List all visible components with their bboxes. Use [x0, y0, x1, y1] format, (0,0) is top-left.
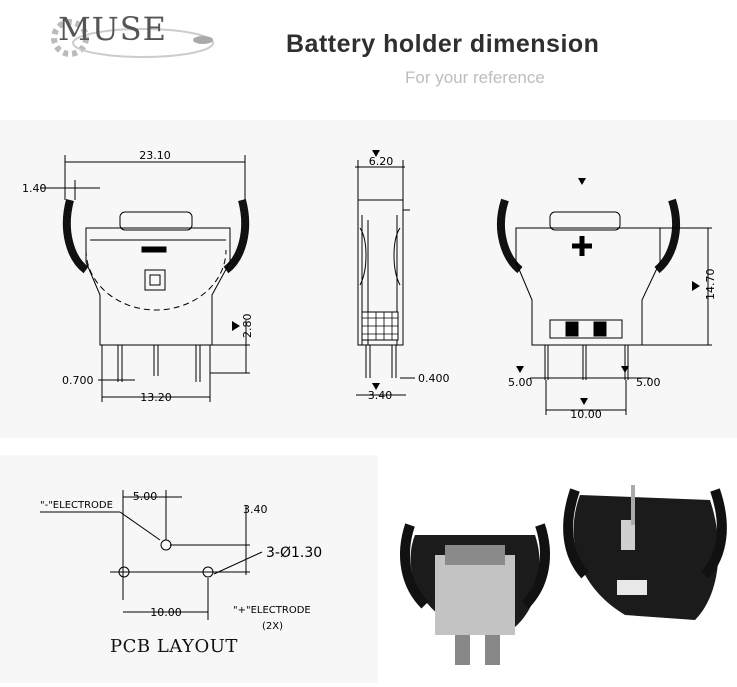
pcb-layout-panel: 5.00 "-"ELECTRODE 3.40 3-Ø1.30 10.00 "+"…	[0, 455, 378, 683]
dim-wire: 1.40	[22, 182, 47, 195]
pcb-pos-count: (2X)	[262, 621, 283, 632]
product-photo-graphic	[400, 485, 727, 665]
dim-depth: 6.20	[369, 155, 394, 168]
dimension-drawing-panel: 23.10 1.40 2.80	[0, 120, 737, 438]
front-view: 23.10 1.40 2.80	[22, 149, 254, 404]
dim-pin-span: 13.20	[140, 391, 172, 404]
pcb-dim-span: 10.00	[150, 606, 182, 619]
dimension-drawing: 23.10 1.40 2.80	[22, 149, 717, 421]
page-title: Battery holder dimension	[286, 30, 600, 58]
pcb-layout-title: PCB LAYOUT	[110, 636, 238, 657]
side-view: 6.20 3.40 0.400	[355, 150, 450, 402]
pcb-dim-offset: 3.40	[243, 503, 268, 516]
back-view: 14.70 5.00 5.00 10.00	[497, 178, 717, 421]
dim-left-pitch: 5.00	[508, 376, 533, 389]
dim-pin: 0.700	[62, 374, 94, 387]
dim-height: 14.70	[704, 269, 717, 301]
pcb-pos-electrode: "+"ELECTRODE	[233, 605, 311, 616]
dim-base: 3.40	[368, 389, 393, 402]
pcb-hole-spec: 3-Ø1.30	[266, 545, 322, 561]
dim-right-pitch: 5.00	[636, 376, 661, 389]
dim-span: 10.00	[570, 408, 602, 421]
logo-graphic	[51, 19, 214, 58]
logo	[48, 8, 218, 63]
product-photo	[395, 455, 737, 683]
dim-standoff: 2.80	[241, 314, 254, 339]
logo-text: MUSE	[58, 10, 168, 48]
pcb-dim-pitch: 5.00	[133, 490, 158, 503]
dim-side-pin: 0.400	[418, 372, 450, 385]
page-subtitle: For your reference	[405, 68, 545, 87]
pcb-neg-electrode: "-"ELECTRODE	[40, 500, 113, 511]
pcb-layout-drawing: 5.00 "-"ELECTRODE 3.40 3-Ø1.30 10.00 "+"…	[40, 490, 322, 632]
dim-width: 23.10	[139, 149, 171, 162]
